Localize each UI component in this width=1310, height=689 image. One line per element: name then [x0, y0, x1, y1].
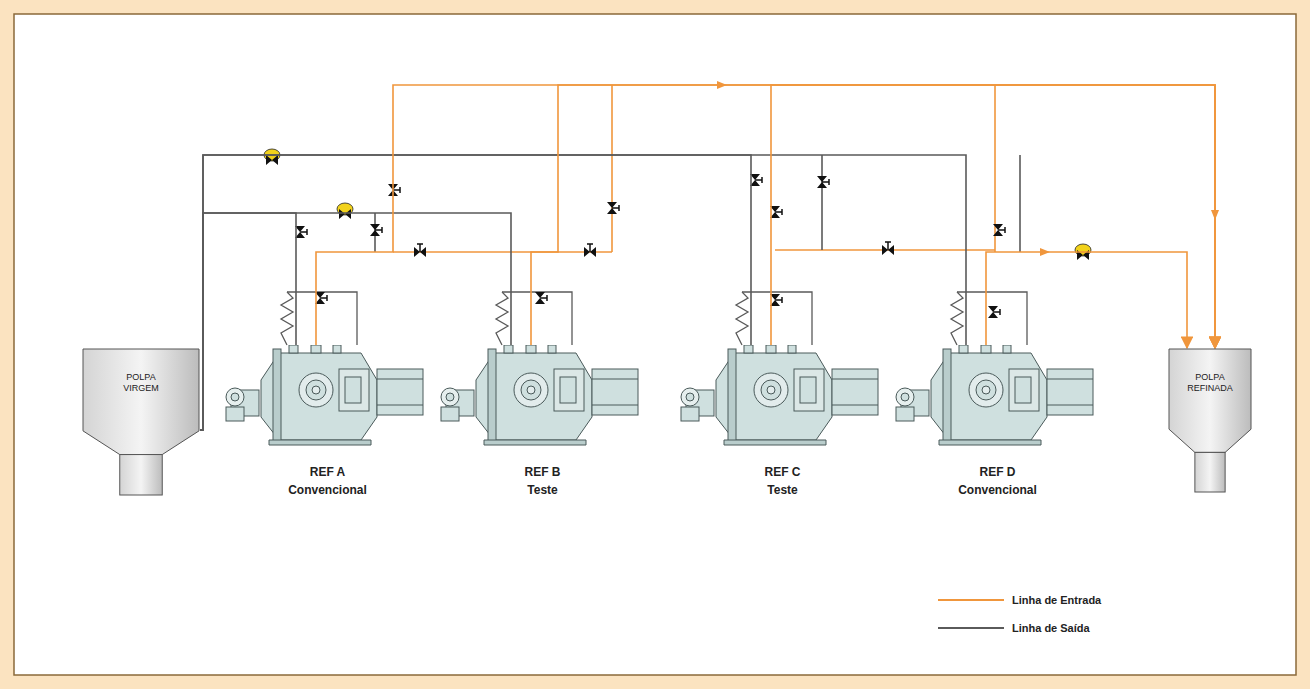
refiner-drawing — [436, 345, 641, 505]
spring-symbol — [281, 292, 293, 345]
outlet-line — [200, 155, 966, 430]
refiner: REF BTeste — [436, 345, 649, 505]
valve-symbol — [388, 184, 400, 196]
valve-symbol — [988, 306, 1000, 318]
valve-symbol — [882, 242, 894, 255]
valve-symbol — [370, 224, 382, 236]
legend-row: Linha de Saída — [938, 614, 1101, 642]
refiner-drawing — [221, 345, 426, 505]
refiner-name: REF B — [436, 463, 649, 481]
inlet-line — [316, 85, 1215, 348]
node-text: REF BTeste — [436, 463, 649, 499]
refiner-type: Convencional — [221, 481, 434, 499]
spring-symbol — [736, 292, 748, 345]
refiner: REF DConvencional — [891, 345, 1104, 505]
refiner-drawing — [891, 345, 1096, 505]
refiner-name: REF D — [891, 463, 1104, 481]
valve-symbol — [817, 176, 829, 188]
refiner-type: Teste — [436, 481, 649, 499]
refiner-type: Convencional — [891, 481, 1104, 499]
legend-line — [938, 625, 1004, 631]
node-text: POLPA REFINADA — [1168, 372, 1252, 394]
valve-symbol — [607, 202, 619, 214]
spring-symbol — [496, 292, 508, 345]
outlet-pipe — [1019, 155, 1021, 252]
refiner-drawing — [676, 345, 881, 505]
control-valve — [264, 149, 280, 165]
refiner: REF CTeste — [676, 345, 889, 505]
inlet-line — [771, 85, 1215, 348]
inlet-pipe — [611, 85, 613, 252]
outlet-pipe — [742, 292, 812, 345]
outlet-pipe — [502, 292, 572, 345]
node-text: REF DConvencional — [891, 463, 1104, 499]
valve-symbol — [993, 224, 1005, 236]
outlet-pipe — [287, 292, 357, 345]
outlet-line — [200, 213, 511, 430]
inlet-line — [986, 252, 1187, 348]
refiner: REF AConvencional — [221, 345, 434, 505]
legend-row: Linha de Entrada — [938, 586, 1101, 614]
tank-shape — [1168, 348, 1252, 493]
legend-line — [938, 597, 1004, 603]
tank-label: POLPA VIRGEM — [110, 372, 172, 394]
valve-symbol — [414, 244, 426, 257]
legend-text: Linha de Entrada — [1012, 594, 1101, 606]
pulp-tank: POLPA REFINADA — [1168, 348, 1252, 493]
inlet-line — [531, 85, 1215, 348]
node-text: REF AConvencional — [221, 463, 434, 499]
legend: Linha de EntradaLinha de Saída — [938, 586, 1101, 642]
valve-symbol — [584, 244, 596, 257]
spring-symbol — [951, 292, 963, 345]
refiner-name: REF C — [676, 463, 889, 481]
legend-text: Linha de Saída — [1012, 622, 1090, 634]
node-text: REF CTeste — [676, 463, 889, 499]
refiner-name: REF A — [221, 463, 434, 481]
refiner-type: Teste — [676, 481, 889, 499]
tank-label: POLPA REFINADA — [1179, 372, 1241, 394]
valve-symbol — [535, 292, 547, 304]
outlet-pipe — [957, 292, 1027, 345]
tank-shape — [82, 348, 200, 496]
pulp-tank: POLPA VIRGEM — [82, 348, 200, 496]
control-valve — [337, 203, 353, 219]
node-text: POLPA VIRGEM — [82, 372, 200, 394]
frame — [14, 14, 1296, 675]
outlet-pipe — [821, 155, 823, 250]
